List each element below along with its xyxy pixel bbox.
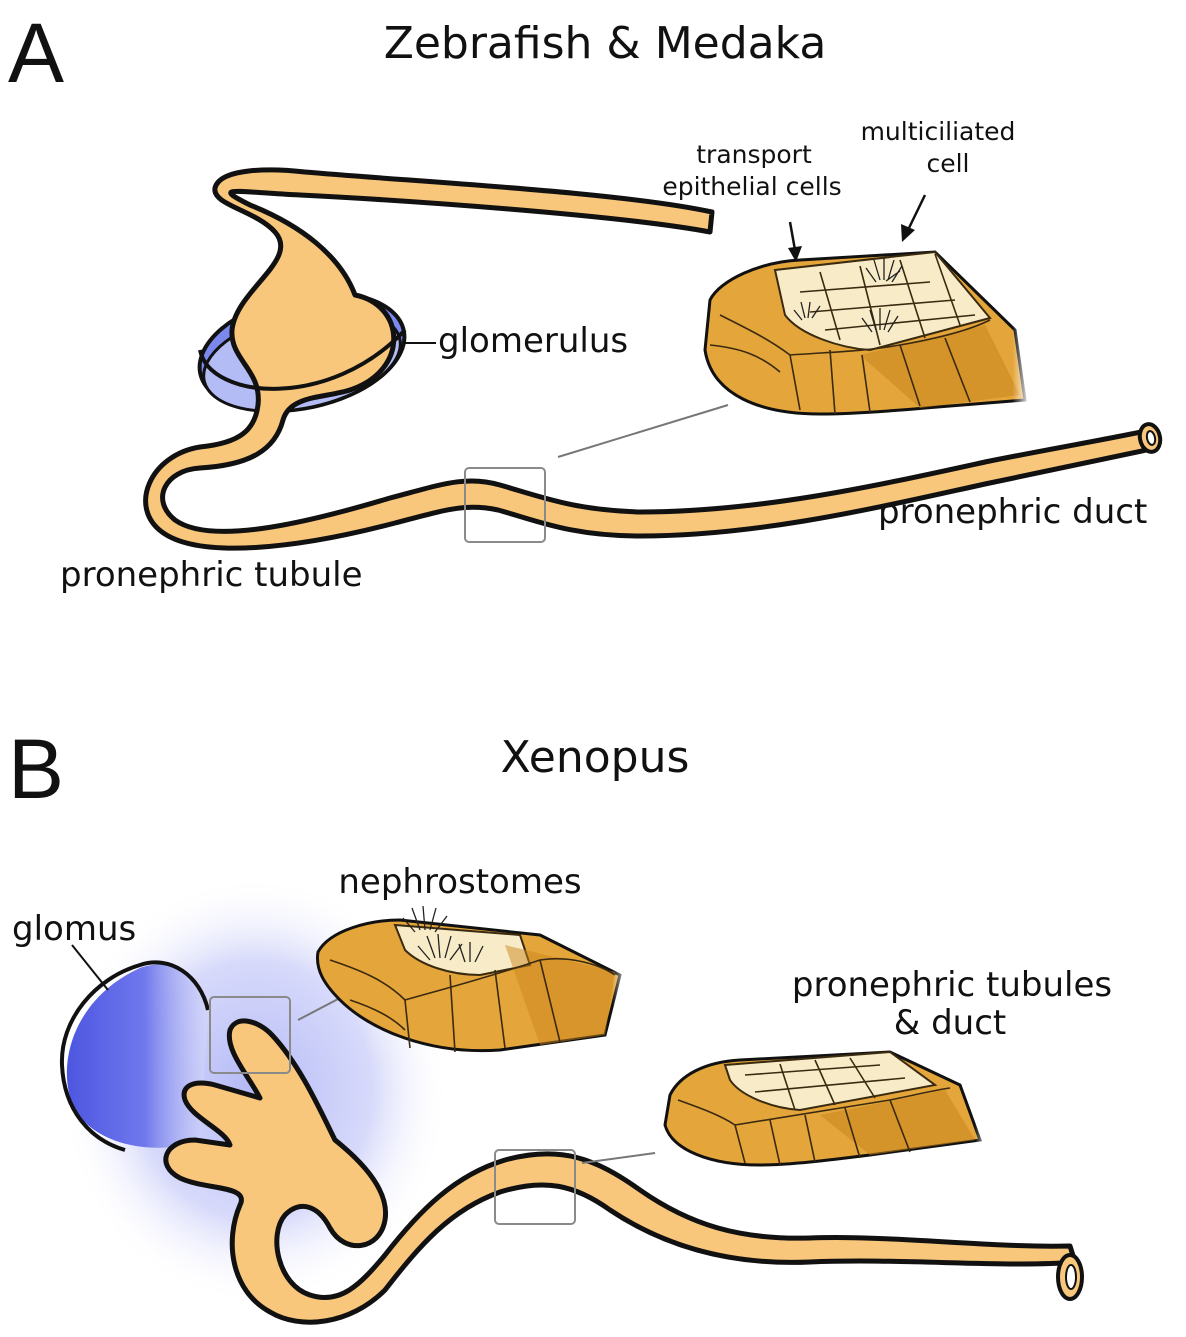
zoom-leader-a — [558, 405, 728, 457]
label-transport-line2: epithelial cells — [662, 172, 841, 201]
duct-inset-b — [665, 1050, 990, 1170]
label-nephrostomes: nephrostomes — [338, 862, 581, 902]
label-multiciliated-line2: cell — [926, 149, 969, 178]
arrow-multiciliated-cell — [908, 195, 925, 230]
label-pronephric-tubule: pronephric tubule — [60, 555, 363, 595]
panel-b-letter: B — [8, 722, 64, 816]
duct-lumen-b — [1066, 1265, 1076, 1289]
epithelium-inset-a — [705, 250, 1030, 420]
zoom-leader-duct — [582, 1153, 655, 1163]
label-pronephric-duct: pronephric duct — [878, 492, 1147, 532]
panel-a: A Zebrafish & Medaka — [8, 6, 1163, 595]
arrow-transport-cells — [790, 222, 795, 250]
label-transport-line1: transport — [696, 140, 812, 169]
panel-b-title: Xenopus — [501, 732, 690, 783]
label-tubules-line2: & duct — [894, 1003, 1006, 1043]
panel-a-letter: A — [8, 6, 64, 100]
label-multiciliated-line1: multiciliated — [861, 117, 1016, 146]
panel-b: B Xenopus — [8, 722, 1112, 1322]
label-glomus: glomus — [12, 909, 136, 949]
label-glomerulus: glomerulus — [438, 321, 628, 361]
panel-a-title: Zebrafish & Medaka — [384, 18, 827, 69]
label-tubules-line1: pronephric tubules — [792, 965, 1112, 1005]
